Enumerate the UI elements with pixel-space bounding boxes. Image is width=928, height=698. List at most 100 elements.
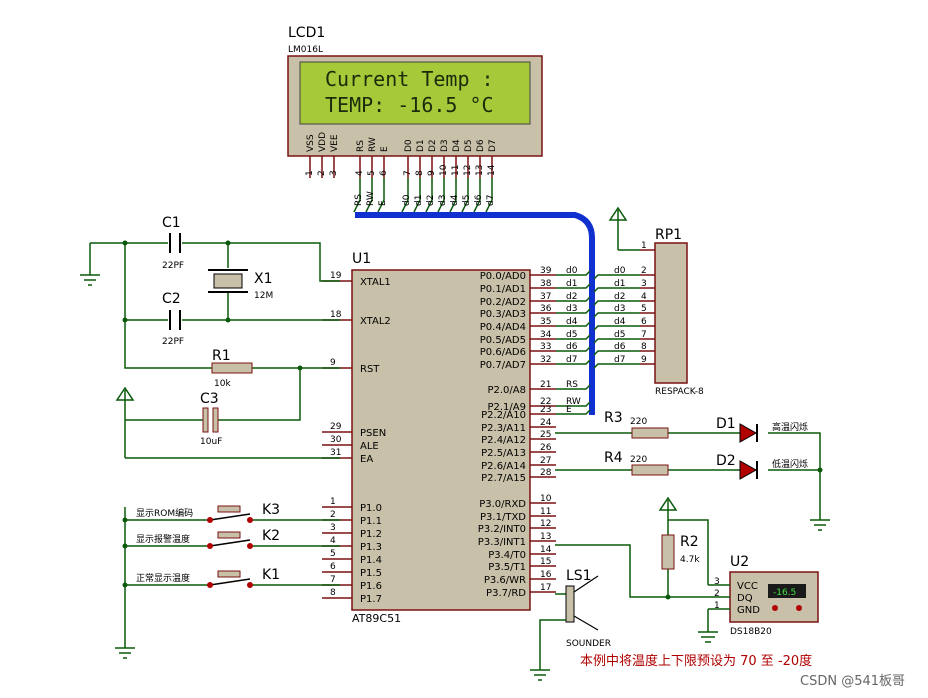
mcu-model: AT89C51 bbox=[352, 612, 401, 625]
mcu-pin-number: 6 bbox=[330, 562, 336, 572]
lcd-pin-label: D6 bbox=[476, 139, 486, 152]
lcd-pin-number: 2 bbox=[317, 170, 327, 176]
mcu-pin-number: 10 bbox=[540, 494, 552, 504]
mcu-pin-name: P0.5/AD5 bbox=[480, 335, 526, 346]
lcd-pin-number: 1 bbox=[305, 170, 315, 176]
mcu-pin-name: RST bbox=[360, 364, 380, 375]
lcd-pin-label: D1 bbox=[416, 139, 426, 152]
reset-circuit[interactable]: R1 10k C3 10uF bbox=[115, 320, 340, 459]
c1-ref: C1 bbox=[162, 215, 181, 231]
lcd-net-label: RS bbox=[354, 194, 364, 206]
mcu-pin-name: P1.2 bbox=[360, 529, 382, 540]
u2-pin-1-num: 1 bbox=[714, 601, 720, 611]
rp1-net-label: d7 bbox=[614, 355, 625, 365]
mcu-pin-number: 25 bbox=[540, 430, 551, 440]
mcu-pin-number: 29 bbox=[330, 422, 342, 432]
mcu-pin-number: 13 bbox=[540, 532, 551, 542]
mcu-pin-name: P3.4/T0 bbox=[488, 550, 526, 561]
mcu-pin-number: 39 bbox=[540, 266, 552, 276]
mcu-pin-name: P2.3/A11 bbox=[481, 423, 526, 434]
lcd-pin-group: VSS1VDD2VEE3RS4RW5E6D07D18D29D310D411D51… bbox=[305, 132, 498, 178]
mcu-body bbox=[351, 269, 531, 611]
lcd-net-label: RW bbox=[366, 191, 376, 206]
sensor-ds18b20[interactable]: U2 DS18B20 VCC DQ GND 3 2 1 -16.5 R2 4.7… bbox=[555, 496, 819, 643]
lcd-pin-label: D7 bbox=[488, 139, 498, 152]
mcu-net-label: E bbox=[566, 405, 572, 415]
mcu-pin-number: 33 bbox=[540, 342, 551, 352]
u2-pin-vcc: VCC bbox=[737, 581, 758, 592]
mcu-pin-number: 15 bbox=[540, 557, 551, 567]
lcd-pin-label: D0 bbox=[404, 139, 414, 152]
mcu-pin-name: P1.1 bbox=[360, 516, 382, 527]
mcu-pin-number: 30 bbox=[330, 435, 342, 445]
mcu-pin-number: 26 bbox=[540, 443, 552, 453]
mcu-pin-number: 36 bbox=[540, 304, 552, 314]
mcu-pin-name: P0.2/AD2 bbox=[480, 297, 526, 308]
r4-value: 220 bbox=[630, 455, 647, 465]
k3-ref: K3 bbox=[262, 502, 280, 518]
u2-pin-gnd: GND bbox=[737, 605, 760, 616]
mcu-pin-name: P2.4/A12 bbox=[481, 435, 526, 446]
mcu-pin-number: 38 bbox=[540, 279, 552, 289]
sounder-ls1[interactable]: LS1 SOUNDER bbox=[530, 568, 611, 681]
mcu-pin-number: 14 bbox=[540, 545, 552, 555]
rp1-net-label: d2 bbox=[614, 292, 625, 302]
mcu-pin-name: P2.6/A14 bbox=[481, 461, 526, 472]
lcd-pin-label: VDD bbox=[318, 132, 328, 152]
lcd-net-label: d3 bbox=[438, 195, 448, 206]
lcd-line-2: TEMP: -16.5 °C bbox=[325, 93, 494, 117]
lcd-screen bbox=[299, 61, 531, 125]
d1-ref: D1 bbox=[716, 416, 736, 432]
mcu-pin-name: P1.7 bbox=[360, 594, 382, 605]
mcu-pin-number: 22 bbox=[540, 397, 551, 407]
mcu-pin-number: 21 bbox=[540, 380, 551, 390]
lcd-pin-label: D4 bbox=[452, 139, 462, 152]
mcu-pin-number: 19 bbox=[330, 271, 342, 281]
mcu-pin-name: P3.7/RD bbox=[486, 588, 526, 599]
ls1-ref: LS1 bbox=[566, 568, 592, 584]
c2-value: 22PF bbox=[162, 337, 184, 347]
c2-ref: C2 bbox=[162, 291, 181, 307]
lcd-pin-number: 14 bbox=[487, 164, 497, 176]
rp1-model: RESPACK-8 bbox=[655, 387, 704, 397]
rp1-pin-number: 1 bbox=[641, 241, 647, 251]
mcu-net-label: d0 bbox=[566, 266, 578, 276]
x1-ref: X1 bbox=[254, 271, 273, 287]
rp1-pin-number: 6 bbox=[641, 317, 647, 327]
button-ground bbox=[115, 520, 135, 659]
r1-ref: R1 bbox=[212, 348, 231, 364]
mcu-pin-name: P3.3/INT1 bbox=[478, 537, 526, 548]
lcd-pin-number: 10 bbox=[439, 164, 449, 176]
led-circuit[interactable]: R3 220 D1 高温闪烁 R4 220 D2 低温闪烁 bbox=[555, 410, 830, 531]
lcd-pin-number: 7 bbox=[403, 170, 413, 176]
d1-label: 高温闪烁 bbox=[772, 421, 808, 433]
mcu-pin-number: 7 bbox=[330, 575, 336, 585]
mcu-pin-name: P1.5 bbox=[360, 568, 382, 579]
mcu-pin-name: ALE bbox=[360, 441, 379, 452]
note-text: 本例中将温度上下限预设为 70 至 -20度 bbox=[580, 653, 812, 669]
rp1-net-label: d5 bbox=[614, 330, 625, 340]
lcd-net-label: d1 bbox=[414, 195, 424, 206]
mcu-pin-number: 35 bbox=[540, 317, 551, 327]
mcu-pin-number: 12 bbox=[540, 519, 551, 529]
k1-label: 正常显示温度 bbox=[136, 572, 190, 584]
rp1-net-label: d6 bbox=[614, 342, 626, 352]
oscillator-circuit[interactable]: C1 22PF C2 22PF X1 12M bbox=[80, 215, 340, 347]
rp1-net-label: d0 bbox=[614, 266, 626, 276]
mcu-net-label: d5 bbox=[566, 330, 577, 340]
lcd-pin-label: D5 bbox=[464, 139, 474, 152]
r3-value: 220 bbox=[630, 417, 647, 427]
mcu-pin-name: PSEN bbox=[360, 428, 386, 439]
mcu-pin-number: 32 bbox=[540, 355, 551, 365]
rp1-pin-number: 2 bbox=[641, 266, 647, 276]
mcu-pin-number: 16 bbox=[540, 570, 552, 580]
r2-ref: R2 bbox=[680, 534, 699, 550]
lcd-net-label: d2 bbox=[426, 195, 436, 206]
lcd-module[interactable]: LCD1 LM016L Current Temp : TEMP: -16.5 °… bbox=[287, 25, 543, 178]
mcu-at89c51[interactable]: U1 AT89C51 19XTAL118XTAL29RST29PSEN30ALE… bbox=[322, 251, 556, 625]
